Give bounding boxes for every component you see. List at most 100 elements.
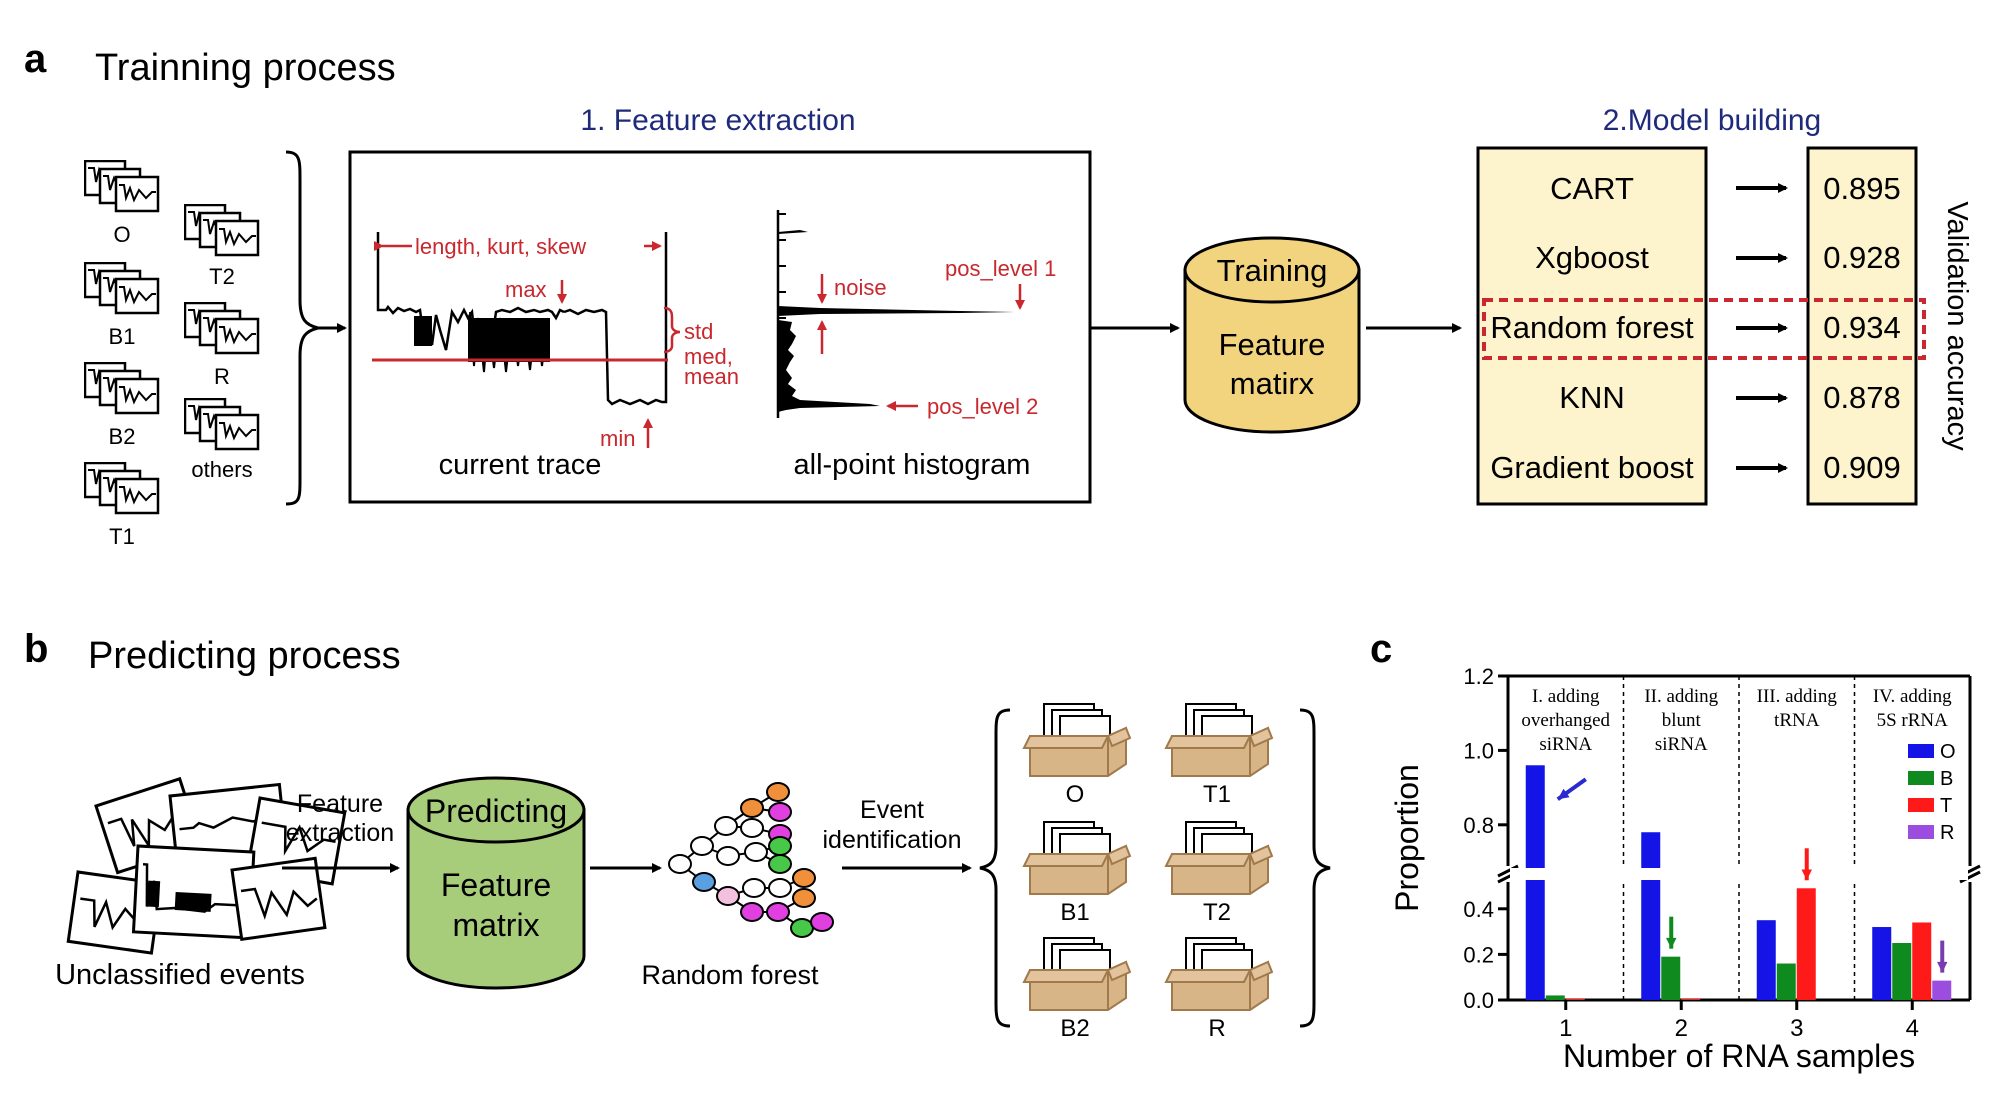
y-axis-title: Proportion	[1389, 764, 1425, 912]
bar-b-3	[1776, 963, 1796, 1000]
trace-label-std: std	[684, 319, 713, 344]
x-tick-label: 1	[1559, 1015, 1572, 1042]
histogram-label-noise: noise	[834, 275, 887, 300]
y-tick-label: 0.8	[1463, 813, 1494, 838]
accuracy-gradient-boost: 0.909	[1823, 450, 1901, 485]
boxes-right-brace	[1299, 708, 1331, 1028]
accuracy-random-forest: 0.934	[1823, 310, 1901, 345]
box-label-o: O	[1066, 781, 1085, 808]
bar-t-1	[1565, 998, 1585, 1000]
model-name-random-forest: Random forest	[1490, 310, 1694, 345]
section-title-line: tRNA	[1774, 710, 1820, 731]
highlight-arrow-head	[1937, 961, 1948, 973]
bar-t-3	[1796, 888, 1816, 1000]
section-title-line: IV. adding	[1873, 686, 1952, 707]
unclassified-events-label: Unclassified events	[55, 959, 305, 991]
training-cylinder-title: Training	[1217, 253, 1328, 288]
box-label-t1: T1	[1203, 781, 1231, 808]
section-title-line: siRNA	[1655, 734, 1708, 755]
sample-label-others: others	[191, 457, 252, 482]
y-tick-label: 1.0	[1463, 738, 1494, 763]
bar-r-4	[1932, 980, 1952, 1000]
legend-label-o: O	[1940, 741, 1956, 763]
all-point-histogram-caption: all-point histogram	[794, 449, 1031, 481]
bar-o-2	[1641, 832, 1661, 1000]
sample-label-b2: B2	[109, 424, 136, 449]
sample-thumbnails: O B1 B2 T1 T2 R others	[84, 160, 260, 549]
sample-t1-icon	[84, 462, 160, 515]
model-name-gradient-boost: Gradient boost	[1490, 450, 1694, 485]
box-label-b2: B2	[1060, 1015, 1089, 1042]
bar-o-3	[1756, 920, 1776, 1000]
legend-swatch-t	[1908, 798, 1934, 812]
box-b2-icon	[1023, 937, 1131, 1011]
classified-boxes: O T1 B1 T2 B2 R	[1023, 703, 1273, 1042]
sample-label-b1: B1	[109, 324, 136, 349]
box-label-r: R	[1208, 1015, 1225, 1042]
section-title-line: III. adding	[1757, 686, 1838, 707]
box-label-t2: T2	[1203, 899, 1231, 926]
trace-label-max: max	[505, 277, 547, 302]
model-building-title: 2.Model building	[1603, 104, 1821, 137]
bar-b-4	[1892, 943, 1912, 1000]
sample-r-icon	[184, 302, 260, 355]
section-title-line: siRNA	[1539, 734, 1592, 755]
predicting-cylinder-title: Predicting	[425, 793, 567, 829]
highlight-arrow-head	[1666, 937, 1677, 949]
sample-t2-icon	[184, 204, 260, 257]
model-name-cart: CART	[1550, 171, 1634, 206]
current-trace-caption: current trace	[439, 449, 602, 481]
random-forest-tree-icon	[668, 782, 834, 938]
trace-label-length: length, kurt, skew	[415, 234, 586, 259]
training-cylinder-line1: Feature	[1219, 327, 1326, 362]
section-title-line: blunt	[1662, 710, 1702, 731]
panel-b-letter: b	[24, 627, 48, 671]
accuracy-xgboost: 0.928	[1823, 240, 1901, 275]
feature-extraction-title: 1. Feature extraction	[580, 104, 855, 137]
bar-break-gap	[1510, 868, 1968, 880]
box-t2-icon	[1165, 821, 1273, 895]
sample-label-t1: T1	[109, 524, 135, 549]
event-identification-label-2: identification	[823, 826, 962, 854]
boxes-left-brace	[979, 708, 1011, 1028]
accuracy-list-box	[1806, 146, 1918, 506]
bar-t-4	[1912, 922, 1932, 1000]
sample-b1-icon	[84, 262, 160, 315]
section-title-line: overhanged	[1521, 710, 1610, 731]
highlight-arrow-head	[1557, 788, 1570, 800]
unclassified-event-cards	[66, 776, 347, 955]
bar-o-4	[1872, 927, 1892, 1000]
bar-t-2	[1681, 998, 1701, 1000]
all-point-histogram: noise pos_level 1 pos_level 2 all-point …	[776, 210, 1056, 481]
legend-swatch-o	[1908, 744, 1934, 758]
section-title-line: 5S rRNA	[1877, 710, 1949, 731]
section-title-line: I. adding	[1532, 686, 1600, 707]
histogram-label-pos-level-1: pos_level 1	[945, 256, 1056, 281]
predicting-cylinder: Predicting Feature matrix	[406, 776, 586, 990]
section-title-line: II. adding	[1644, 686, 1718, 707]
y-tick-label: 1.2	[1463, 664, 1494, 689]
histogram-label-pos-level-2: pos_level 2	[927, 394, 1038, 419]
box-b1-icon	[1023, 821, 1131, 895]
bar-b-1	[1545, 995, 1565, 1000]
legend-label-b: B	[1940, 768, 1953, 790]
validation-accuracy-label: Validation accuracy	[1941, 201, 1973, 451]
y-tick-label: 0.2	[1463, 942, 1494, 967]
box-o-icon	[1023, 703, 1131, 777]
x-tick-label: 4	[1906, 1015, 1919, 1042]
sample-o-icon	[84, 160, 160, 213]
predicting-cylinder-line1: Feature	[441, 867, 551, 903]
x-tick-label: 2	[1675, 1015, 1688, 1042]
sample-label-o: O	[113, 222, 130, 247]
axis-break-mark	[1959, 870, 1981, 884]
panel-c-letter: c	[1370, 627, 1392, 671]
bar-b-2	[1661, 956, 1681, 1000]
sample-label-t2: T2	[209, 264, 235, 289]
predicting-cylinder-line2: matrix	[452, 907, 539, 943]
panel-a-title: Trainning process	[95, 47, 396, 89]
sample-others-icon	[184, 398, 260, 451]
trace-label-min: min	[600, 426, 635, 451]
trace-label-med: med,	[684, 344, 733, 369]
feature-extraction-label-1: Feature	[297, 790, 383, 818]
